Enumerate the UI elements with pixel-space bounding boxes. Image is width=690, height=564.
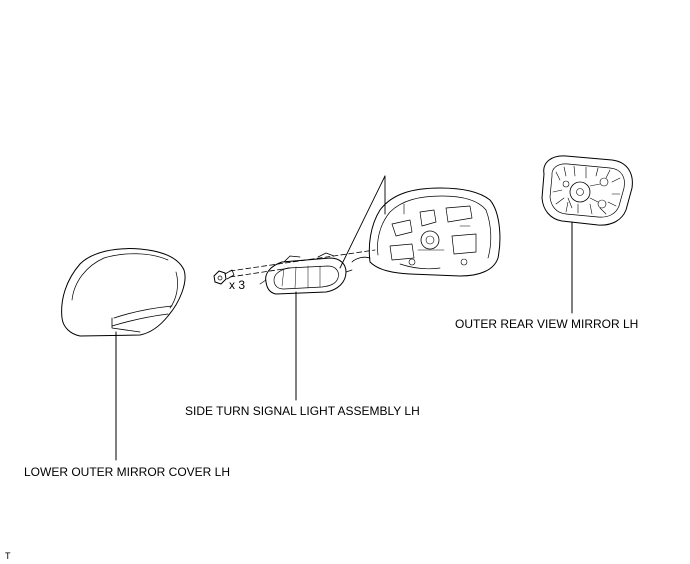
side-turn-signal-light-label: SIDE TURN SIGNAL LIGHT ASSEMBLY LH xyxy=(185,404,420,418)
lower-outer-mirror-cover-label: LOWER OUTER MIRROR COVER LH xyxy=(24,465,231,479)
corner-mark: T xyxy=(5,551,11,561)
screw-quantity-label: x 3 xyxy=(229,278,246,292)
outer-mirror-housing-part xyxy=(339,175,501,277)
side-turn-signal-light-part xyxy=(259,252,353,295)
outer-rear-view-mirror-part xyxy=(541,155,633,226)
lower-outer-mirror-cover-part xyxy=(61,248,186,337)
outer-rear-view-mirror-label: OUTER REAR VIEW MIRROR LH xyxy=(455,317,639,331)
alignment-line-lower xyxy=(229,267,291,278)
